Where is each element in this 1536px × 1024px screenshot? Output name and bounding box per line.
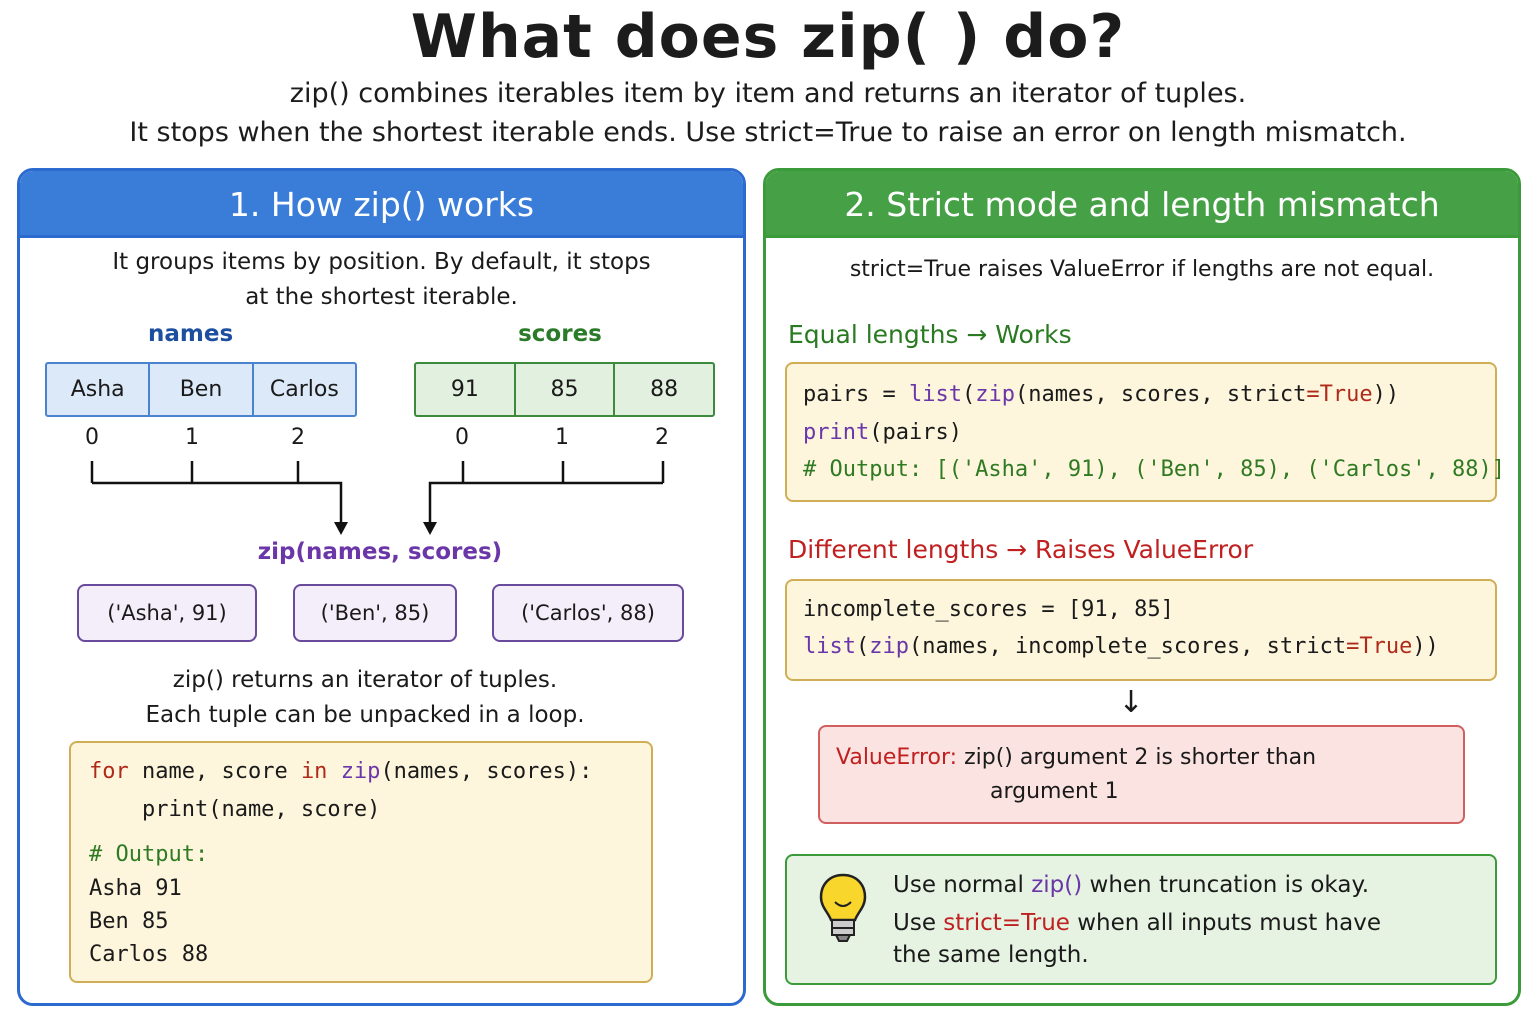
different-lengths-label: Different lengths → Raises ValueError xyxy=(788,535,1254,564)
error-message-line-1: ValueError: zip() argument 2 is shorter … xyxy=(836,745,1317,770)
equal-lengths-label: Equal lengths → Works xyxy=(788,320,1072,349)
code-line: print(pairs) xyxy=(803,420,962,445)
value-error-box: ValueError: zip() argument 2 is shorter … xyxy=(818,725,1465,824)
scores-cell: 85 xyxy=(513,364,614,415)
scores-index: 1 xyxy=(555,425,569,450)
output-line: Asha 91 xyxy=(89,876,182,901)
scores-list: 91 85 88 xyxy=(414,362,715,417)
down-arrow-icon: ↓ xyxy=(1118,685,1144,720)
code-comment: # Output: xyxy=(89,842,209,867)
intro-line-1: It groups items by position. By default,… xyxy=(112,249,651,275)
names-index: 1 xyxy=(185,425,199,450)
names-cell: Ben xyxy=(148,364,251,415)
equal-lengths-code-block: pairs = list(zip(names, scores, strict=T… xyxy=(785,362,1505,502)
tip-line-1: Use normal zip() when truncation is okay… xyxy=(893,872,1370,898)
subtitle-line-1: zip() combines iterables item by item an… xyxy=(289,78,1247,109)
error-message-line-2: argument 1 xyxy=(990,779,1119,804)
code-line: list(zip(names, incomplete_scores, stric… xyxy=(803,634,1439,659)
strict-intro: strict=True raises ValueError if lengths… xyxy=(849,257,1435,282)
code-line: pairs = list(zip(names, scores, strict=T… xyxy=(803,382,1400,407)
names-index: 0 xyxy=(85,425,99,450)
code-line: for name, score in zip(names, scores): xyxy=(89,759,593,784)
names-list: Asha Ben Carlos xyxy=(45,362,357,417)
subtitle-line-2: It stops when the shortest iterable ends… xyxy=(129,117,1407,148)
code-comment: # Output: [('Asha', 91), ('Ben', 85), ('… xyxy=(803,457,1505,482)
intro-line-2: at the shortest iterable. xyxy=(245,284,518,310)
panel-title-strict-mode: 2. Strict mode and length mismatch xyxy=(766,171,1518,238)
loop-code-block: for name, score in zip(names, scores): p… xyxy=(69,741,653,983)
scores-index: 0 xyxy=(455,425,469,450)
tip-line-3: the same length. xyxy=(893,942,1089,968)
tip-line-2: Use strict=True when all inputs must hav… xyxy=(893,910,1382,936)
keyword-in: in xyxy=(300,759,328,784)
code-line: incomplete_scores = [91, 85] xyxy=(803,597,1174,622)
how-zip-works-panel: 1. How zip() works It groups items by po… xyxy=(17,168,746,1006)
scores-cell: 91 xyxy=(450,377,479,402)
scores-index: 2 xyxy=(655,425,669,450)
zip-call-label: zip(names, scores) xyxy=(257,539,503,565)
panel-title-how-zip-works: 1. How zip() works xyxy=(20,171,743,238)
scores-label: scores xyxy=(518,321,602,347)
output-line: Ben 85 xyxy=(89,909,169,934)
tuple-box: ('Asha', 91) xyxy=(77,584,257,642)
code-line: print(name, score) xyxy=(89,797,381,822)
different-lengths-code-block: incomplete_scores = [91, 85] list(zip(na… xyxy=(785,579,1497,681)
output-line: Carlos 88 xyxy=(89,942,209,967)
error-type: ValueError: xyxy=(836,745,958,770)
function-zip: zip xyxy=(340,759,381,784)
tip-box: Use normal zip() when truncation is okay… xyxy=(785,854,1497,985)
strict-mode-panel: 2. Strict mode and length mismatch stric… xyxy=(763,168,1521,1006)
names-index: 2 xyxy=(291,425,305,450)
tuple-box: ('Carlos', 88) xyxy=(492,584,684,642)
page-title: What does zip( ) do? xyxy=(410,2,1126,72)
keyword-for: for xyxy=(89,759,129,784)
iterator-note-line-1: zip() returns an iterator of tuples. xyxy=(172,667,558,693)
iterator-note-line-2: Each tuple can be unpacked in a loop. xyxy=(145,702,585,728)
zip-connector-lines xyxy=(90,461,665,535)
scores-cell: 88 xyxy=(613,364,713,415)
lightbulb-icon xyxy=(819,873,867,942)
names-label: names xyxy=(148,321,234,347)
names-cell: Asha xyxy=(70,377,125,402)
tuple-box: ('Ben', 85) xyxy=(293,584,457,642)
names-cell: Carlos xyxy=(251,364,355,415)
